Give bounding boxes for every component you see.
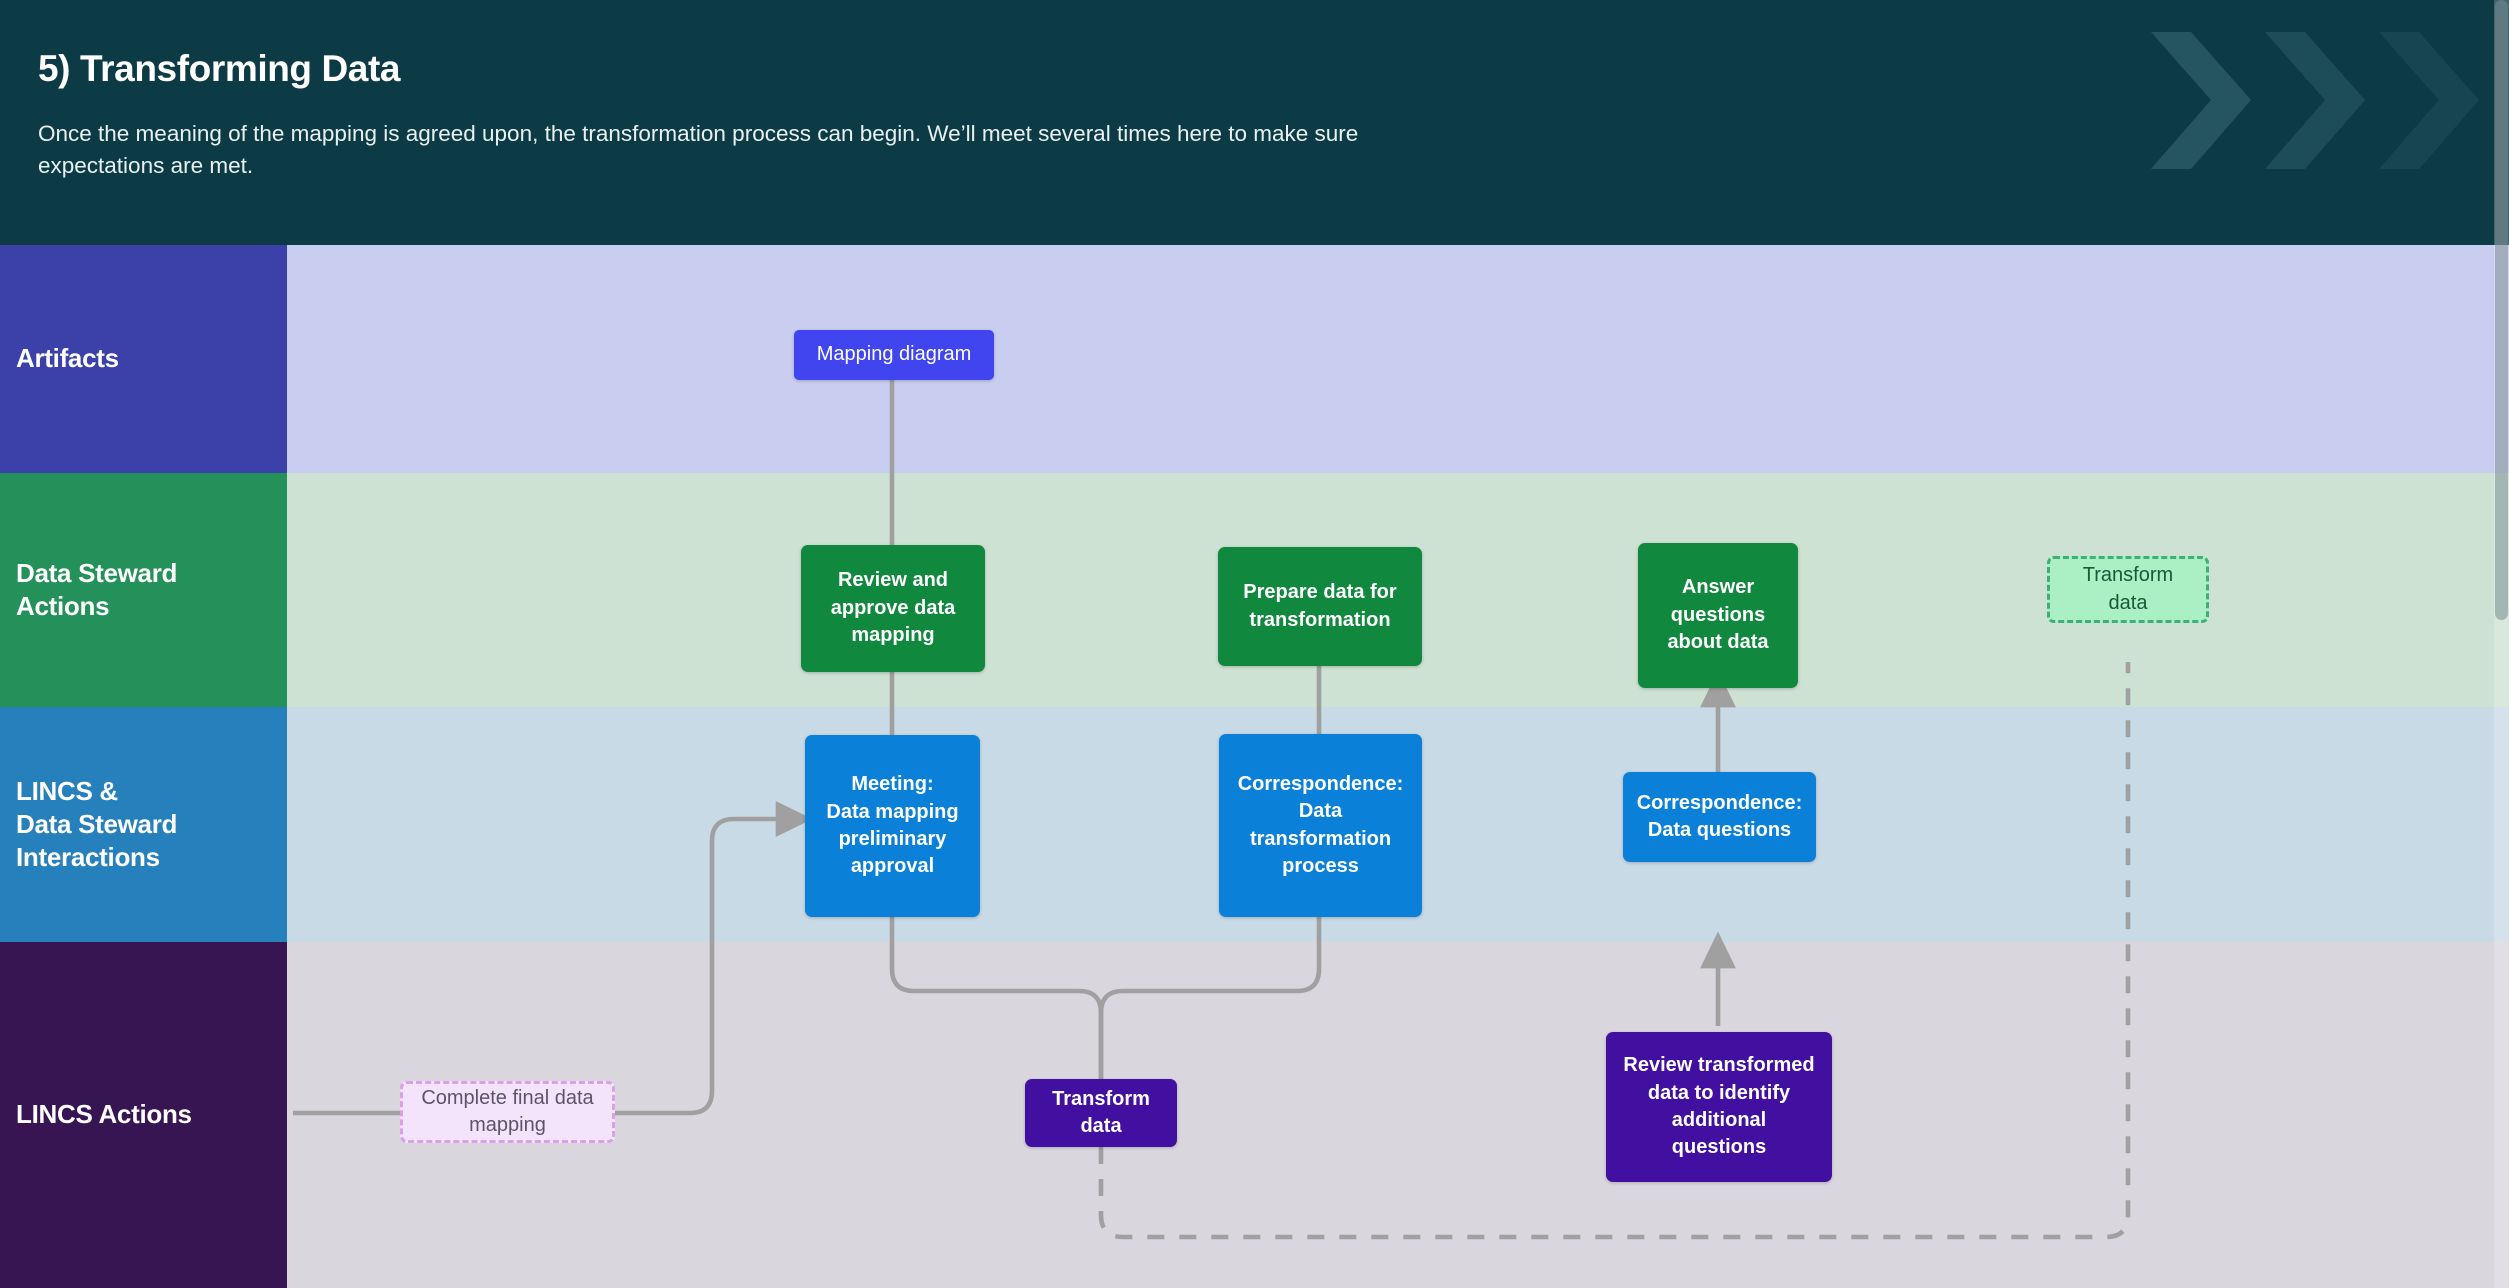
node-complete-final-data-mapping-ghost[interactable]: Complete final data mapping: [400, 1081, 615, 1143]
swimlane-body-artifacts: [287, 245, 2509, 473]
swimlane-header-artifacts: Artifacts: [0, 245, 287, 473]
swimlane-lincs-actions: LINCS Actions: [0, 942, 2509, 1288]
swimlane-header-lincs-actions: LINCS Actions: [0, 942, 287, 1288]
node-meeting-data-mapping-preliminary-approval[interactable]: Meeting: Data mapping preliminary approv…: [805, 735, 980, 917]
vertical-scrollbar-track[interactable]: [2494, 0, 2509, 1288]
node-answer-questions-about-data[interactable]: Answer questions about data: [1638, 543, 1798, 688]
swimlane-header-lincs-data-steward-interactions: LINCS & Data Steward Interactions: [0, 707, 287, 942]
node-review-transformed-data-to-identify-additional-questions[interactable]: Review transformed data to identify addi…: [1606, 1032, 1832, 1182]
page-header: 5) Transforming Data Once the meaning of…: [0, 0, 2509, 245]
swimlane-label: LINCS & Data Steward Interactions: [16, 775, 178, 873]
vertical-scrollbar-thumb[interactable]: [2495, 0, 2508, 620]
node-prepare-data-for-transformation[interactable]: Prepare data for transformation: [1218, 547, 1422, 666]
node-transform-data[interactable]: Transform data: [1025, 1079, 1177, 1147]
chevron-right-icon: [2259, 28, 2369, 173]
chevron-decoration: [2147, 28, 2487, 173]
swimlane-artifacts: Artifacts: [0, 245, 2509, 473]
swimlane-label: LINCS Actions: [16, 1099, 192, 1130]
chevron-right-icon: [2373, 28, 2483, 173]
node-review-and-approve-data-mapping[interactable]: Review and approve data mapping: [801, 545, 985, 672]
node-transform-data-ghost[interactable]: Transform data: [2047, 556, 2209, 623]
swimlane-body-lincs-actions: [287, 942, 2509, 1288]
node-correspondence-data-questions[interactable]: Correspondence: Data questions: [1623, 772, 1816, 862]
swimlane-header-data-steward-actions: Data Steward Actions: [0, 473, 287, 707]
page-subtitle: Once the meaning of the mapping is agree…: [38, 121, 1359, 178]
swimlane-label: Artifacts: [16, 343, 119, 374]
chevron-right-icon: [2145, 28, 2255, 173]
swimlane-label: Data Steward Actions: [16, 557, 178, 621]
page-title: 5) Transforming Data: [38, 48, 401, 89]
node-mapping-diagram[interactable]: Mapping diagram: [794, 330, 994, 380]
node-correspondence-data-transformation-process[interactable]: Correspondence: Data transformation proc…: [1219, 734, 1422, 917]
